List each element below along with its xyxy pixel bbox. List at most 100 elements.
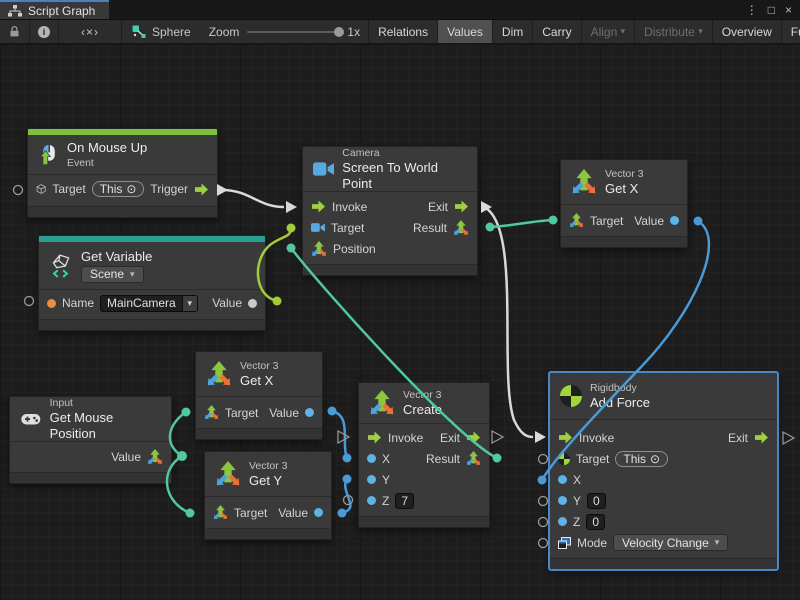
node-category: Camera xyxy=(342,146,380,159)
flow-in-port[interactable] xyxy=(367,431,382,444)
value-port-unconnected[interactable] xyxy=(537,453,549,465)
node-get-y[interactable]: Vector 3 Get Y Target Value xyxy=(204,451,332,540)
node-footer xyxy=(303,264,477,275)
node-get-variable[interactable]: Get Variable Scene ▾ Name MainCamera ▾ xyxy=(38,235,266,331)
target-this-pill[interactable]: This ⊙ xyxy=(91,181,145,197)
zoom-slider[interactable] xyxy=(247,26,345,37)
flow-out-port[interactable] xyxy=(754,431,769,444)
wire-mouse-to-getx[interactable] xyxy=(168,410,187,458)
variable-scope-dropdown[interactable]: Scene ▾ xyxy=(81,265,144,283)
float-in-port[interactable] xyxy=(558,475,567,484)
flow-out-port[interactable] xyxy=(194,182,209,196)
node-title: Get Variable xyxy=(81,248,153,264)
flow-port-unconnected[interactable] xyxy=(337,429,351,445)
float-out-port[interactable] xyxy=(305,408,314,417)
wire-exit-to-addforce-invoke[interactable] xyxy=(483,205,534,439)
node-get-x-top[interactable]: Vector 3 Get X Target Value xyxy=(560,159,688,248)
node-title: Screen To World Point xyxy=(342,159,438,191)
inspect-button[interactable]: i xyxy=(30,20,59,43)
value-port-unconnected[interactable] xyxy=(12,184,24,196)
zoom-value: 1x xyxy=(347,24,361,39)
node-title: On Mouse Up xyxy=(67,140,148,155)
value-port-unconnected[interactable] xyxy=(537,516,549,528)
rigidbody-port-icon[interactable] xyxy=(558,452,570,465)
flow-out-port[interactable] xyxy=(466,431,481,444)
target-this-pill[interactable]: This ⊙ xyxy=(615,450,669,467)
node-get-mouse-position[interactable]: Input Get Mouse Position Value xyxy=(9,396,172,484)
edit-code-button[interactable]: ‹×› xyxy=(59,20,122,43)
value-port-label: Value xyxy=(278,505,308,520)
enum-port-icon[interactable] xyxy=(558,536,571,549)
float-in-port[interactable] xyxy=(558,496,567,505)
node-on-mouse-up[interactable]: On Mouse Up Event Target This ⊙ Trigger xyxy=(27,128,218,218)
mode-dropdown[interactable]: Velocity Change ▾ xyxy=(613,534,729,551)
float-in-port[interactable] xyxy=(367,496,376,505)
x-port-label: X xyxy=(573,472,582,487)
dim-toggle[interactable]: Dim xyxy=(493,20,534,43)
maximize-icon[interactable]: □ xyxy=(767,2,775,17)
camera-port-icon[interactable] xyxy=(311,222,325,233)
wire-endpoint xyxy=(337,508,347,518)
vector3-port-icon[interactable] xyxy=(569,213,584,228)
wire-endpoint xyxy=(272,296,282,306)
float-in-port[interactable] xyxy=(558,517,567,526)
flow-in-port[interactable] xyxy=(311,200,326,213)
node-title: Get Y xyxy=(249,472,283,488)
value-port-unconnected[interactable] xyxy=(537,537,549,549)
vector3-port-icon[interactable] xyxy=(204,405,219,420)
wire-gety-to-create-y[interactable] xyxy=(341,478,352,515)
z-value-field[interactable]: 0 xyxy=(586,513,606,530)
relations-toggle[interactable]: Relations xyxy=(369,20,439,43)
chevron-down-icon: ▾ xyxy=(181,295,197,311)
vector3-port-icon[interactable] xyxy=(147,448,163,465)
carry-toggle[interactable]: Carry xyxy=(533,20,582,43)
port-row: Value xyxy=(18,446,163,467)
target-port-label: Target xyxy=(590,213,624,228)
tab-script-graph[interactable]: Script Graph xyxy=(0,0,110,19)
menu-icon[interactable]: ⋮ xyxy=(745,2,758,17)
string-port[interactable] xyxy=(47,298,56,308)
port-row: Y xyxy=(367,469,481,490)
node-add-force[interactable]: Rigidbody Add Force Invoke Exit Target xyxy=(549,372,778,570)
target-port-label: Target xyxy=(52,182,86,196)
node-get-x-mid[interactable]: Vector 3 Get X Target Value xyxy=(195,351,323,440)
vector3-icon xyxy=(206,361,232,387)
float-out-port[interactable] xyxy=(670,216,679,225)
vector3-port-icon[interactable] xyxy=(453,219,469,236)
graph-canvas[interactable]: On Mouse Up Event Target This ⊙ Trigger xyxy=(0,44,800,600)
flow-port-unconnected[interactable] xyxy=(491,429,505,445)
full-screen-button[interactable]: Full Screen xyxy=(790,24,800,39)
node-vector3-create[interactable]: Vector 3 Create Invoke Exit X xyxy=(358,382,490,528)
y-value-field[interactable]: 0 xyxy=(587,492,606,509)
values-toggle[interactable]: Values xyxy=(438,20,493,43)
value-port-unconnected[interactable] xyxy=(23,295,35,307)
flow-in-port[interactable] xyxy=(558,431,573,444)
flow-source-arrow xyxy=(217,184,228,196)
close-icon[interactable]: × xyxy=(784,2,792,17)
value-out-port[interactable] xyxy=(248,298,257,308)
value-port-unconnected[interactable] xyxy=(342,494,354,506)
camera-icon xyxy=(313,162,335,176)
vector3-port-icon[interactable] xyxy=(311,240,327,257)
align-dropdown[interactable]: Align ▾ xyxy=(582,20,636,43)
flow-port-unconnected[interactable] xyxy=(782,430,796,446)
wire-getx-to-create-x[interactable] xyxy=(331,409,349,459)
variable-name-dropdown[interactable]: MainCamera ▾ xyxy=(100,294,198,312)
wire-camera-result-to-getx[interactable] xyxy=(489,218,554,229)
cube-icon xyxy=(36,184,46,194)
float-in-port[interactable] xyxy=(367,454,376,463)
port-row: Target This ⊙ xyxy=(558,448,769,469)
distribute-dropdown[interactable]: Distribute ▾ xyxy=(635,20,713,43)
overview-button[interactable]: Overview xyxy=(713,20,782,43)
flow-out-port[interactable] xyxy=(454,200,469,213)
value-port-unconnected[interactable] xyxy=(537,495,549,507)
wire-trigger-to-invoke[interactable] xyxy=(221,188,285,209)
zoom-slider-handle[interactable] xyxy=(334,26,345,37)
float-in-port[interactable] xyxy=(367,475,376,484)
lock-button[interactable] xyxy=(0,20,30,43)
float-out-port[interactable] xyxy=(314,508,323,517)
z-value-field[interactable]: 7 xyxy=(395,492,415,509)
node-screen-to-world-point[interactable]: Camera Screen To World Point Invoke Exit xyxy=(302,146,478,276)
vector3-port-icon[interactable] xyxy=(466,451,481,466)
vector3-port-icon[interactable] xyxy=(213,505,228,520)
